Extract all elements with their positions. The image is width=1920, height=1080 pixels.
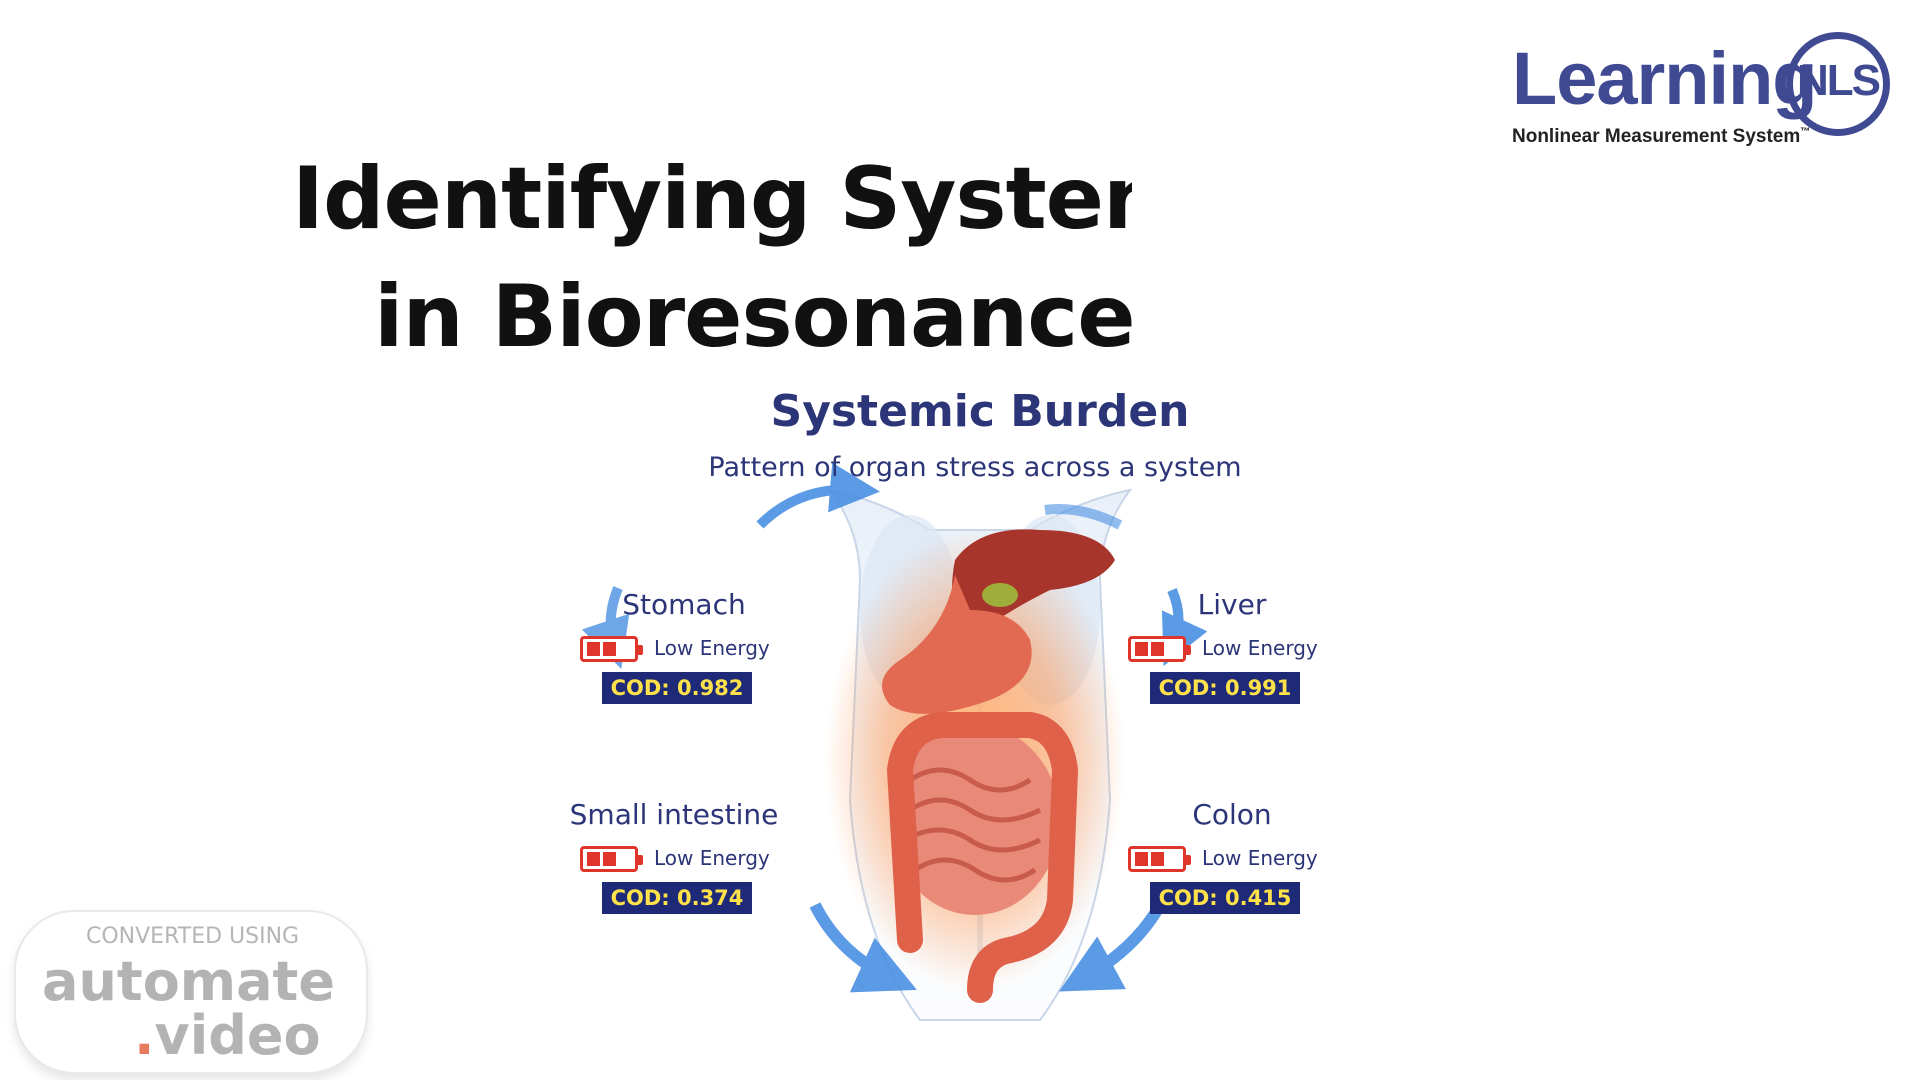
organ-name: Liver <box>1197 588 1267 621</box>
low-battery-icon <box>1128 846 1191 872</box>
watermark-dot: . <box>134 1004 155 1067</box>
low-battery-icon <box>580 636 643 662</box>
energy-status: Low Energy <box>580 844 810 874</box>
nls-circle-icon: NLS <box>1786 32 1890 136</box>
slide-title: Identifying Systen in Bioresonance <box>292 140 1132 370</box>
slide-title-line-1: Identifying Systen <box>292 149 1132 249</box>
infographic-title: Systemic Burden <box>770 386 1190 437</box>
organ-card-small-intestine: Small intestine Low Energy COD: 0.374 <box>554 798 794 928</box>
watermark-caption: CONVERTED USING <box>86 924 300 949</box>
organ-name: Stomach <box>622 588 746 621</box>
organ-card-colon: Colon Low Energy COD: 0.415 <box>1112 798 1352 928</box>
logo-subtitle: Nonlinear Measurement System™ <box>1512 126 1810 148</box>
watermark-word-video: .video <box>134 1004 321 1067</box>
organ-card-liver: Liver Low Energy COD: 0.991 <box>1112 588 1352 718</box>
infographic-subtitle: Pattern of organ stress across a system <box>708 452 1242 483</box>
slide-title-line-2: in Bioresonance <box>374 267 1132 367</box>
logo-subtitle-text: Nonlinear Measurement System <box>1512 126 1801 147</box>
energy-status: Low Energy <box>1128 634 1358 664</box>
status-label: Low Energy <box>1202 846 1318 870</box>
nls-learning-logo: Learning Nonlinear Measurement System™ N… <box>1500 28 1905 158</box>
organ-name: Small intestine <box>569 798 779 831</box>
organ-name: Colon <box>1192 798 1272 831</box>
watermark-video-text: video <box>154 1004 321 1067</box>
status-label: Low Energy <box>654 846 770 870</box>
cod-badge: COD: 0.991 <box>1150 672 1300 704</box>
logo-mark: NLS <box>1797 56 1881 105</box>
systemic-burden-infographic: Systemic Burden Pattern of organ stress … <box>560 380 1380 1040</box>
organ-card-stomach: Stomach Low Energy COD: 0.982 <box>564 588 804 718</box>
cod-badge: COD: 0.415 <box>1150 882 1300 914</box>
torso-organs-illustration <box>581 462 1208 1021</box>
low-battery-icon <box>1128 636 1191 662</box>
cod-badge: COD: 0.374 <box>602 882 752 914</box>
energy-status: Low Energy <box>1128 844 1358 874</box>
energy-status: Low Energy <box>580 634 810 664</box>
colon-illustration <box>886 712 1079 1003</box>
cod-badge: COD: 0.982 <box>602 672 752 704</box>
automate-video-watermark[interactable]: CONVERTED USING automate .video <box>14 910 368 1074</box>
low-battery-icon <box>580 846 643 872</box>
status-label: Low Energy <box>1202 636 1318 660</box>
liver-illustration <box>952 529 1115 640</box>
trademark-symbol: ™ <box>1800 126 1811 138</box>
logo-word: Learning <box>1512 37 1817 120</box>
stomach-illustration <box>882 575 1032 714</box>
small-intestine-illustration <box>890 725 1060 915</box>
status-label: Low Energy <box>654 636 770 660</box>
watermark-word-automate: automate <box>42 950 335 1013</box>
